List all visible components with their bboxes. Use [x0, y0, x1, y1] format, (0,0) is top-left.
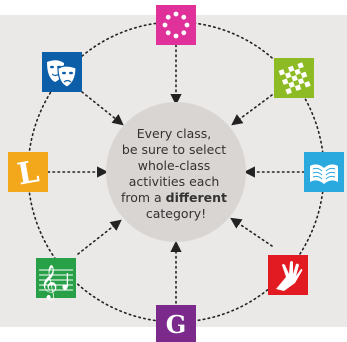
open-book-icon [310, 164, 338, 184]
dots-circle-icon [162, 11, 190, 39]
center-circle [106, 102, 246, 242]
category-badge-right [304, 152, 344, 192]
center-line-3: whole-class [138, 158, 211, 173]
category-badge-bottom-right [268, 255, 308, 295]
connector-top-right [231, 91, 277, 126]
connector-bottom-left [77, 219, 122, 255]
category-badge-top [156, 5, 196, 45]
center-line-5: from a different [121, 190, 227, 205]
hand-icon [276, 261, 303, 291]
badge-top-bg [156, 5, 196, 45]
category-badge-top-right [274, 58, 314, 98]
center-line-1: Every class, [137, 126, 212, 141]
center-line-5-bold: different [166, 190, 227, 205]
letter-g-icon: G [166, 310, 187, 339]
connector-top-left [81, 91, 124, 126]
connector-lines [47, 44, 305, 309]
category-badge-bottom-left: 𝄞 [36, 258, 76, 301]
grid-pattern-icon [278, 62, 311, 95]
connector-bottom-right [230, 217, 273, 247]
badge-bottom-bg [156, 305, 196, 342]
svg-text:𝄞: 𝄞 [40, 265, 58, 301]
category-badge-top-left [42, 52, 82, 92]
badge-left-bg [8, 152, 48, 192]
category-badge-left: L [8, 152, 48, 193]
center-line-4: activities each [129, 174, 219, 189]
theater-masks-icon [47, 60, 77, 88]
badge-bottom-left-bg [36, 258, 76, 298]
center-line-5-pre: from a [121, 190, 166, 205]
center-line-2: be sure to select [122, 142, 226, 157]
center-message: Every class, be sure to select whole-cla… [121, 126, 231, 221]
category-badge-bottom: G [156, 305, 196, 342]
music-staff-icon: 𝄞 [39, 265, 73, 301]
center-line-6: category! [146, 206, 206, 221]
